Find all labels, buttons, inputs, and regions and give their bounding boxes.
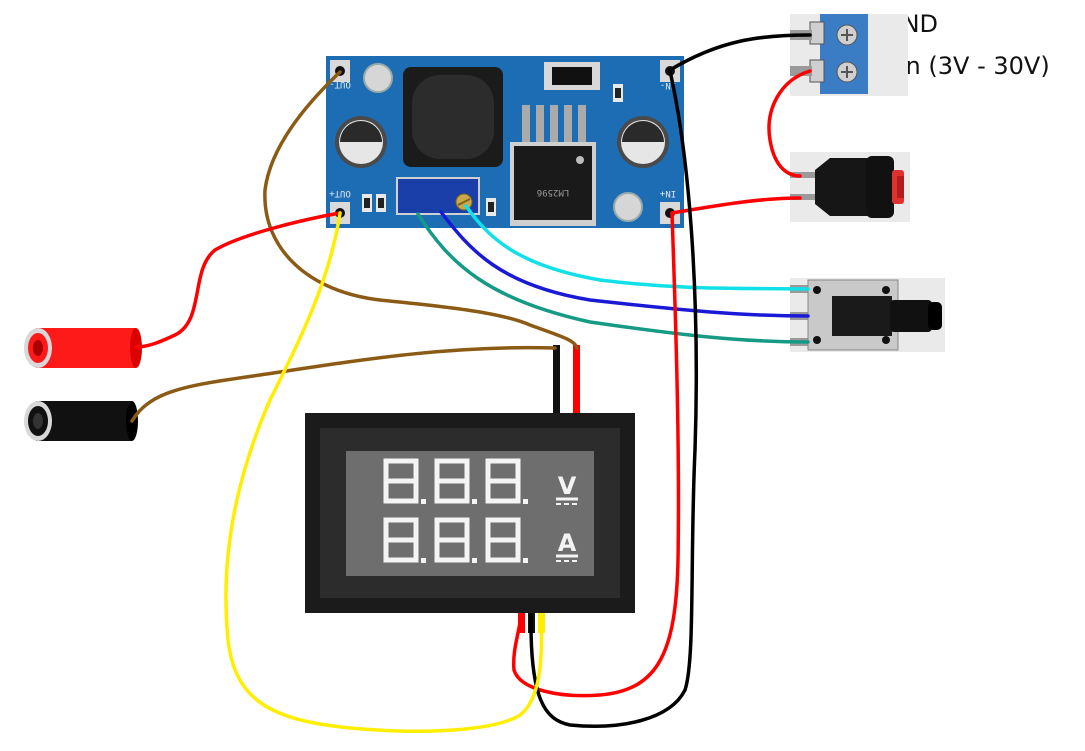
wire-red-switch-in xyxy=(670,196,802,215)
pin-in-plus-label: IN+ xyxy=(659,188,676,198)
banana-jack-icon xyxy=(24,401,138,441)
pin-out-minus-label: OUT- xyxy=(329,79,351,89)
seven-segment-display-icon xyxy=(383,458,521,563)
pin-out-plus-label: OUT+ xyxy=(329,188,351,198)
chip-label: LM2596 xyxy=(537,187,570,197)
wire-red-long xyxy=(511,211,681,698)
push-button-icon xyxy=(790,152,910,222)
wire-brown-out-minus xyxy=(263,70,579,350)
wire-black-long xyxy=(529,69,699,728)
wire-black-gnd xyxy=(668,33,812,72)
wire-brown-jack xyxy=(130,345,557,423)
wire-yellow xyxy=(224,211,544,733)
unit-volts: V xyxy=(558,472,577,500)
screw-terminal-icon xyxy=(790,14,908,96)
buck-converter-board: LM2596 OUT- OUT+ IN- IN+ xyxy=(326,56,684,228)
potentiometer-icon xyxy=(790,278,945,352)
wire-red-to-switch xyxy=(767,69,812,178)
unit-amps: A xyxy=(558,529,577,557)
wire-cyan xyxy=(464,204,810,291)
wire-blue xyxy=(439,210,810,318)
wire-teal xyxy=(416,212,810,344)
wire-red-out-plus xyxy=(134,211,342,349)
vin-label: Vin (3V - 30V) xyxy=(883,52,1050,80)
volt-amp-meter: V A xyxy=(305,345,635,633)
pin-in-minus-label: IN- xyxy=(660,80,676,90)
banana-jack-icon xyxy=(24,328,142,368)
